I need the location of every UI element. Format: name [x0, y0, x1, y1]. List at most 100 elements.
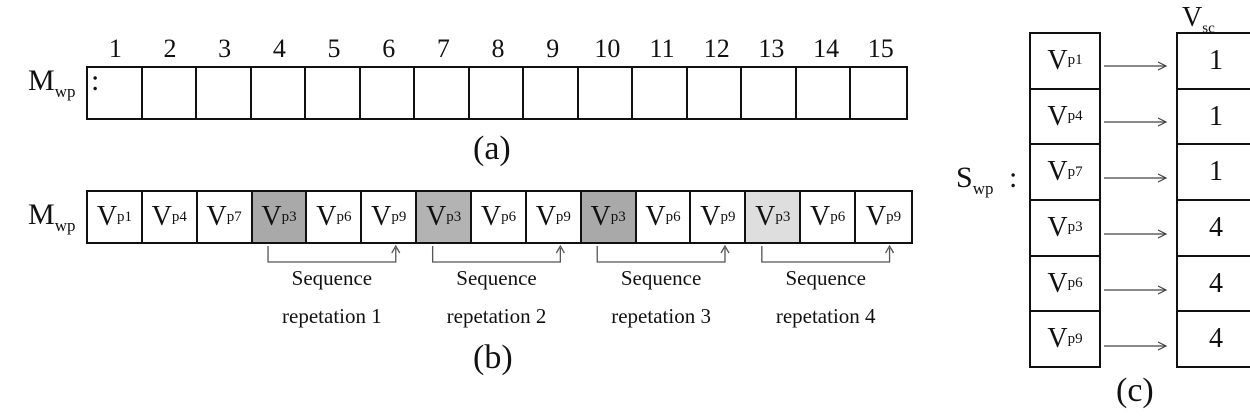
repetition-line2: repetation 1 [282, 303, 382, 328]
cell-main: V [1047, 156, 1068, 188]
label-sub: wp [54, 82, 76, 101]
empty-cell [633, 68, 688, 118]
count-cell: 4 [1209, 323, 1223, 355]
column-index: 14 [813, 34, 840, 63]
repetition-line1: Sequence [620, 266, 702, 290]
label-main: S [956, 161, 973, 194]
cell-sub: p1 [117, 208, 133, 225]
cell-sub: p9 [720, 208, 736, 225]
cell-sub: p1 [1067, 52, 1083, 69]
mapping-arrowhead [1157, 117, 1168, 127]
bracket-arrowhead [555, 244, 565, 254]
cell-sub: p6 [336, 208, 352, 225]
label-main: M [28, 64, 55, 97]
column-index: 12 [703, 34, 730, 63]
repetition-label: Sequence repetation 3 [591, 263, 731, 332]
cell-sub: p6 [830, 208, 846, 225]
column-index: 2 [163, 34, 177, 63]
count-cell: 1 [1178, 34, 1250, 90]
cell-main: V [865, 201, 887, 232]
cell-main: V [590, 201, 611, 232]
column-index: 10 [594, 34, 621, 63]
empty-memory-row [86, 66, 908, 120]
cell-main: V [535, 201, 556, 232]
cell-sub: p3 [446, 208, 462, 225]
label-main: M [28, 198, 55, 231]
cell-main: V [425, 201, 447, 232]
repetition-line1: Sequence [785, 266, 866, 290]
bracket-arrowhead [391, 244, 401, 254]
column-index: 1 [108, 34, 122, 63]
cell-main: V [206, 201, 227, 232]
label-sub: wp [54, 216, 76, 235]
cell-main: V [316, 201, 337, 232]
repetition-line1: Sequence [456, 266, 537, 290]
cell-sub: p7 [226, 208, 242, 225]
repetition-bracket [267, 246, 397, 263]
cell-sub: p9 [1067, 330, 1083, 347]
mapping-arrowhead [1157, 341, 1168, 351]
cell-sub: p6 [665, 208, 681, 225]
cell-main: V [645, 201, 666, 232]
empty-cell [143, 68, 198, 118]
count-cell: 1 [1178, 90, 1250, 146]
cell-sub: p3 [775, 208, 791, 225]
cell-sub: p3 [1067, 219, 1083, 236]
column-index: 5 [327, 34, 341, 63]
empty-cell [797, 68, 852, 118]
column-index: 13 [758, 34, 785, 63]
repetition-line2: repetation 3 [611, 303, 711, 328]
empty-cell [579, 68, 634, 118]
cell-sub: p9 [555, 208, 571, 225]
panel-c-label: Swp : [956, 161, 1018, 198]
label-colon: : [1008, 161, 1018, 194]
empty-cell [688, 68, 743, 118]
cell-sub: p9 [391, 208, 407, 225]
bracket-arrowhead [720, 244, 730, 254]
cell-main: V [1047, 267, 1068, 299]
cell-main: V [809, 201, 831, 232]
empty-cell [742, 68, 797, 118]
cell-main: V [151, 201, 172, 232]
count-cell: 1 [1178, 145, 1250, 202]
cell-main: V [261, 201, 282, 232]
count-cell: 4 [1178, 257, 1250, 313]
repetition-label: Sequence repetation 4 [756, 263, 896, 332]
cell-main: V [371, 201, 392, 232]
column-index: 8 [491, 34, 505, 63]
empty-cell [524, 68, 579, 118]
caption-c: (c) [1116, 372, 1154, 409]
cell-sub: p7 [1067, 163, 1083, 180]
count-cell: 4 [1178, 201, 1250, 257]
cell-sub: p4 [1067, 108, 1083, 124]
mapping-arrowhead [1157, 285, 1168, 295]
repetition-bracket [431, 246, 562, 263]
repetition-line2: repetation 4 [775, 303, 876, 328]
mapping-arrowhead [1157, 229, 1168, 239]
cell-sub: p3 [610, 208, 626, 225]
empty-cell [415, 68, 470, 118]
caption-b: (b) [473, 339, 513, 376]
column-index: 7 [436, 34, 450, 63]
repetition-line1: Sequence [291, 266, 373, 290]
column-index: 4 [272, 34, 286, 63]
